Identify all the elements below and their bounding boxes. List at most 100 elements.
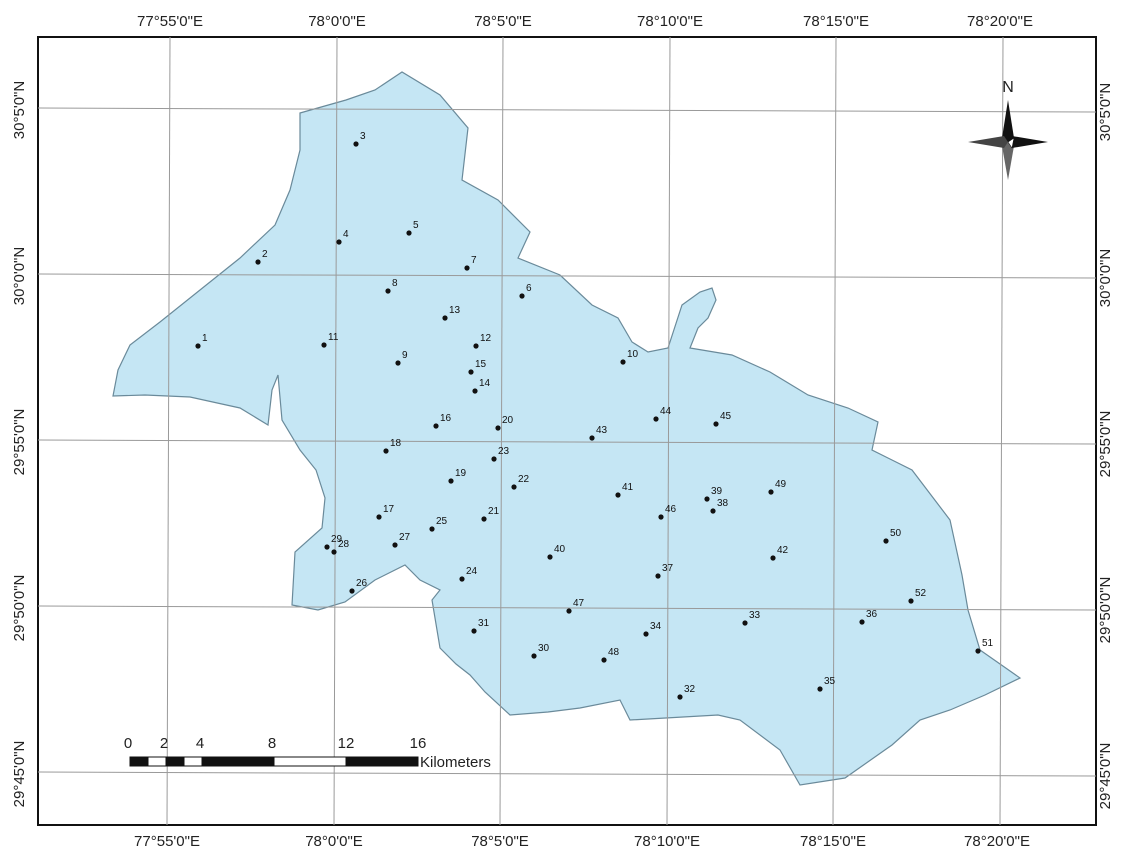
- sample-point: 8: [385, 278, 398, 294]
- sample-point-label: 20: [502, 415, 514, 426]
- sample-point-label: 7: [471, 255, 477, 266]
- sample-point: 33: [742, 610, 761, 626]
- north-label: N: [1002, 79, 1014, 96]
- sample-point-label: 3: [360, 131, 366, 142]
- scale-tick-label: 12: [338, 735, 355, 752]
- sample-point-marker: [353, 141, 359, 147]
- right-tick-label: 30°0'0"N: [1097, 249, 1114, 307]
- sample-point: 13: [442, 305, 461, 321]
- top-tick-label: 78°5'0"E: [474, 13, 532, 30]
- sample-point-marker: [406, 230, 412, 236]
- sample-point-label: 15: [475, 359, 487, 370]
- sample-point: 1: [195, 333, 208, 349]
- sample-point-label: 5: [413, 220, 419, 231]
- scale-tick-label: 16: [410, 735, 427, 752]
- sample-point-marker: [908, 598, 914, 604]
- sample-point-label: 34: [650, 621, 662, 632]
- sample-point-label: 37: [662, 563, 674, 574]
- bottom-tick-label: 78°10'0"E: [634, 833, 700, 850]
- sample-point: 34: [643, 621, 662, 637]
- north-arrow-icon: N: [968, 79, 1048, 180]
- sample-point: 9: [395, 350, 408, 366]
- sample-point: 44: [653, 406, 672, 422]
- sample-point-label: 11: [328, 332, 339, 343]
- left-tick-label: 30°5'0"N: [11, 81, 28, 139]
- sample-point: 12: [473, 333, 492, 349]
- sample-point-label: 31: [478, 618, 490, 629]
- sample-point: 45: [713, 411, 732, 427]
- sample-point: 23: [491, 446, 510, 462]
- sample-point-label: 39: [711, 486, 723, 497]
- bottom-tick-label: 78°15'0"E: [800, 833, 866, 850]
- sample-point-label: 33: [749, 610, 761, 621]
- sample-point-marker: [464, 265, 470, 271]
- sample-point: 4: [336, 229, 349, 245]
- sample-point: 40: [547, 544, 566, 560]
- right-tick-label: 29°55'0"N: [1097, 411, 1114, 478]
- scale-tick-label: 0: [124, 735, 132, 752]
- sample-point: 17: [376, 504, 395, 520]
- sample-point-label: 29: [331, 534, 343, 545]
- sample-point-label: 30: [538, 643, 550, 654]
- sample-point: 51: [975, 638, 994, 654]
- bottom-tick-label: 78°20'0"E: [964, 833, 1030, 850]
- sample-point: 39: [704, 486, 723, 502]
- sample-point-marker: [471, 628, 477, 634]
- sample-point: 11: [321, 332, 339, 348]
- sample-point-marker: [655, 573, 661, 579]
- sample-point: 30: [531, 643, 550, 659]
- sample-point-label: 38: [717, 498, 729, 509]
- left-tick-label: 29°55'0"N: [11, 409, 28, 476]
- sample-point-label: 44: [660, 406, 672, 417]
- sample-point-label: 41: [622, 482, 634, 493]
- sample-point-marker: [768, 489, 774, 495]
- sample-point-marker: [481, 516, 487, 522]
- sample-point-marker: [336, 239, 342, 245]
- sample-point: 28: [331, 539, 350, 555]
- sample-point: 52: [908, 588, 927, 604]
- sample-point-label: 4: [343, 229, 349, 240]
- sample-point-label: 6: [526, 283, 532, 294]
- sample-point-marker: [589, 435, 595, 441]
- sample-point-marker: [255, 259, 261, 265]
- top-tick-label: 78°15'0"E: [803, 13, 869, 30]
- sample-point-label: 17: [383, 504, 395, 515]
- sample-point-label: 21: [488, 506, 500, 517]
- sample-point-label: 26: [356, 578, 368, 589]
- sample-point-marker: [615, 492, 621, 498]
- sample-point: 22: [511, 474, 530, 490]
- sample-point-label: 35: [824, 676, 836, 687]
- sample-point-label: 43: [596, 425, 608, 436]
- sample-point-label: 48: [608, 647, 620, 658]
- sample-point-label: 50: [890, 528, 902, 539]
- sample-point-marker: [195, 343, 201, 349]
- left-latitude-labels: 30°5'0"N 30°0'0"N 29°55'0"N 29°50'0"N 29…: [11, 81, 28, 808]
- sample-point: 10: [620, 349, 639, 365]
- sample-point-label: 24: [466, 566, 478, 577]
- sample-point-label: 52: [915, 588, 927, 599]
- sample-point: 27: [392, 532, 411, 548]
- right-tick-label: 29°45'0"N: [1097, 743, 1114, 810]
- sample-point-label: 1: [202, 333, 208, 344]
- sample-point: 29: [324, 534, 343, 550]
- sample-point-marker: [601, 657, 607, 663]
- sample-point: 47: [566, 598, 585, 614]
- sample-point-label: 36: [866, 609, 878, 620]
- scale-bar: 0 2 4 8 12 16 Kilometers: [124, 735, 491, 771]
- right-tick-label: 30°5'0"N: [1097, 83, 1114, 141]
- scale-tick-label: 2: [160, 735, 168, 752]
- sample-point-marker: [459, 576, 465, 582]
- sample-point-marker: [472, 388, 478, 394]
- sample-point-marker: [395, 360, 401, 366]
- sample-point-label: 19: [455, 468, 467, 479]
- sample-point-marker: [531, 653, 537, 659]
- sample-point: 24: [459, 566, 478, 582]
- sample-point: 14: [472, 378, 491, 394]
- sample-point: 48: [601, 647, 620, 663]
- sample-point-marker: [442, 315, 448, 321]
- left-tick-label: 29°45'0"N: [11, 741, 28, 808]
- bottom-tick-label: 78°5'0"E: [471, 833, 529, 850]
- sample-point-marker: [468, 369, 474, 375]
